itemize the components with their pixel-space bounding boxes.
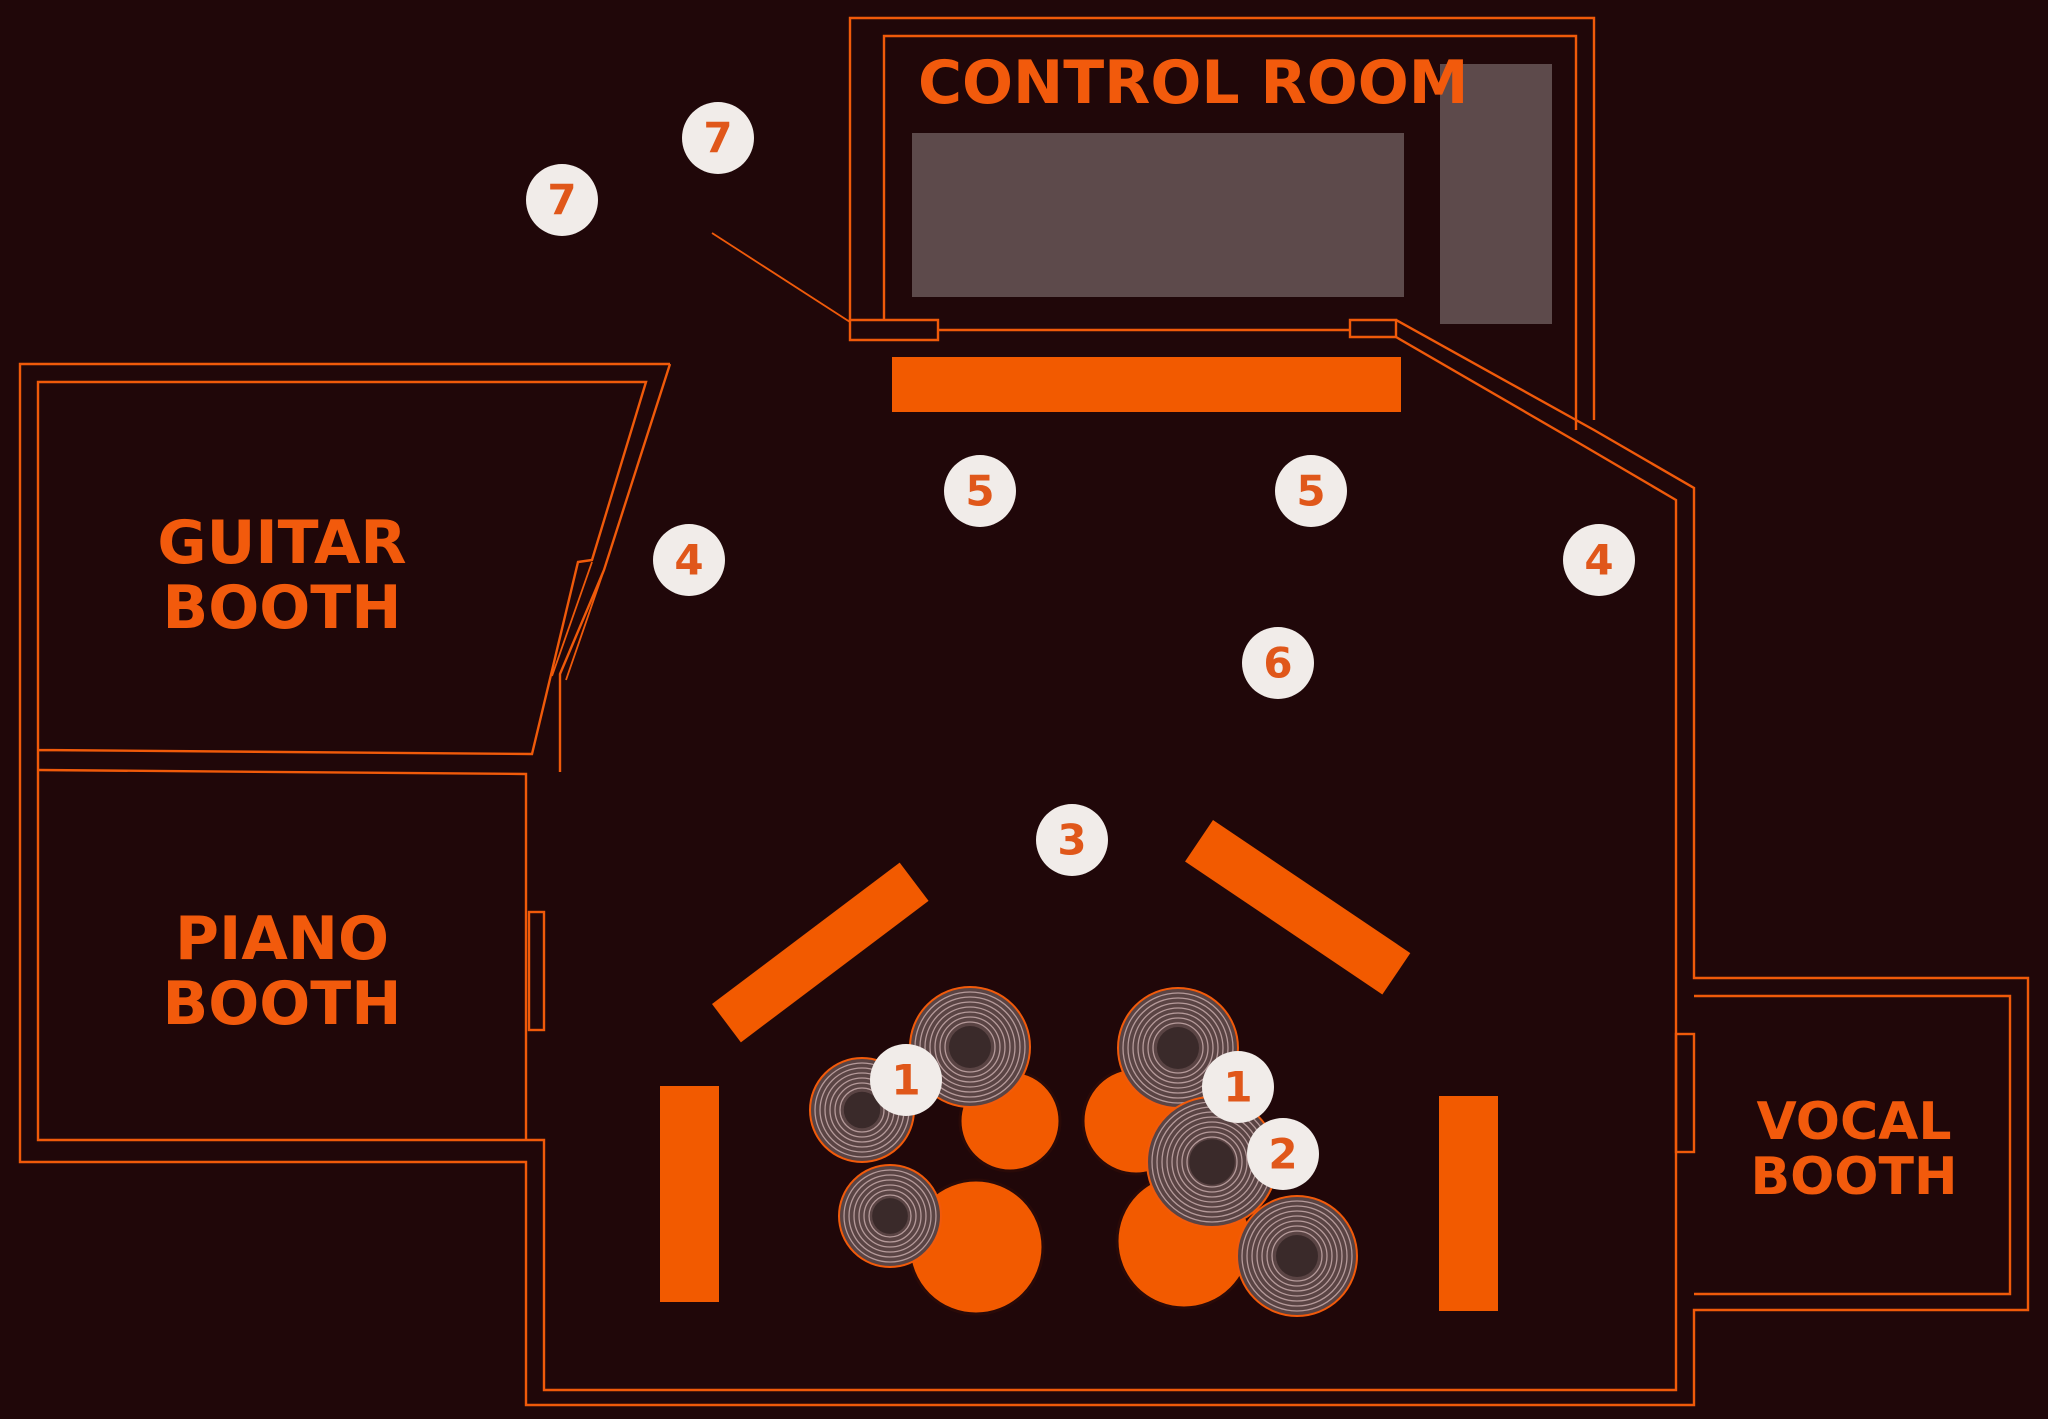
piano-booth-label-line1: PIANO: [175, 904, 389, 974]
vocal-booth-label-line2: BOOTH: [1750, 1147, 1957, 1207]
acoustic-panels: [660, 357, 1498, 1311]
svg-text:3: 3: [1057, 816, 1086, 865]
marker-1-right: 1: [1202, 1051, 1274, 1123]
mixing-console: [912, 133, 1404, 297]
marker-4-right: 4: [1563, 524, 1635, 596]
control-room-consoles: [912, 64, 1552, 324]
left-angled-panel: [712, 862, 929, 1043]
cymbal: [1236, 1195, 1358, 1317]
svg-text:2: 2: [1268, 1130, 1297, 1179]
vocal-booth-label-line1: VOCAL: [1756, 1092, 1951, 1152]
svg-text:7: 7: [547, 176, 576, 225]
room-labels: CONTROL ROOM GUITAR BOOTH PIANO BOOTH VO…: [157, 48, 1957, 1207]
marker-6: 6: [1242, 627, 1314, 699]
marker-5-left: 5: [944, 455, 1016, 527]
guitar-booth-label-line1: GUITAR: [157, 508, 406, 578]
svg-text:1: 1: [891, 1056, 920, 1105]
marker-7-right: 7: [682, 102, 754, 174]
left-gobo: [660, 1086, 719, 1302]
marker-3: 3: [1036, 804, 1108, 876]
front-panel: [892, 357, 1401, 412]
svg-text:1: 1: [1223, 1063, 1252, 1112]
svg-text:5: 5: [965, 467, 994, 516]
marker-7-left: 7: [526, 164, 598, 236]
guitar-booth-label-line2: BOOTH: [163, 573, 402, 643]
marker-2: 2: [1247, 1118, 1319, 1190]
right-angled-panel: [1185, 820, 1411, 995]
drum-kit: [809, 986, 1358, 1317]
live-room-walls: [18, 318, 2030, 1407]
right-gobo: [1439, 1096, 1498, 1311]
svg-text:4: 4: [674, 536, 703, 585]
svg-text:6: 6: [1263, 639, 1292, 688]
cymbal: [1146, 1096, 1278, 1228]
outboard-rack: [1440, 64, 1552, 324]
piano-booth-label-line2: BOOTH: [163, 969, 402, 1039]
position-markers: 7 7 5 5 4 4 6 3 1 1 2: [526, 102, 1635, 1190]
svg-text:5: 5: [1296, 467, 1325, 516]
cymbal: [838, 1164, 942, 1268]
svg-text:7: 7: [703, 114, 732, 163]
svg-text:4: 4: [1584, 536, 1613, 585]
control-room-label: CONTROL ROOM: [918, 48, 1468, 118]
control-room-walls: [711, 16, 1596, 430]
marker-4-left: 4: [653, 524, 725, 596]
marker-1-left: 1: [870, 1044, 942, 1116]
marker-5-right: 5: [1275, 455, 1347, 527]
